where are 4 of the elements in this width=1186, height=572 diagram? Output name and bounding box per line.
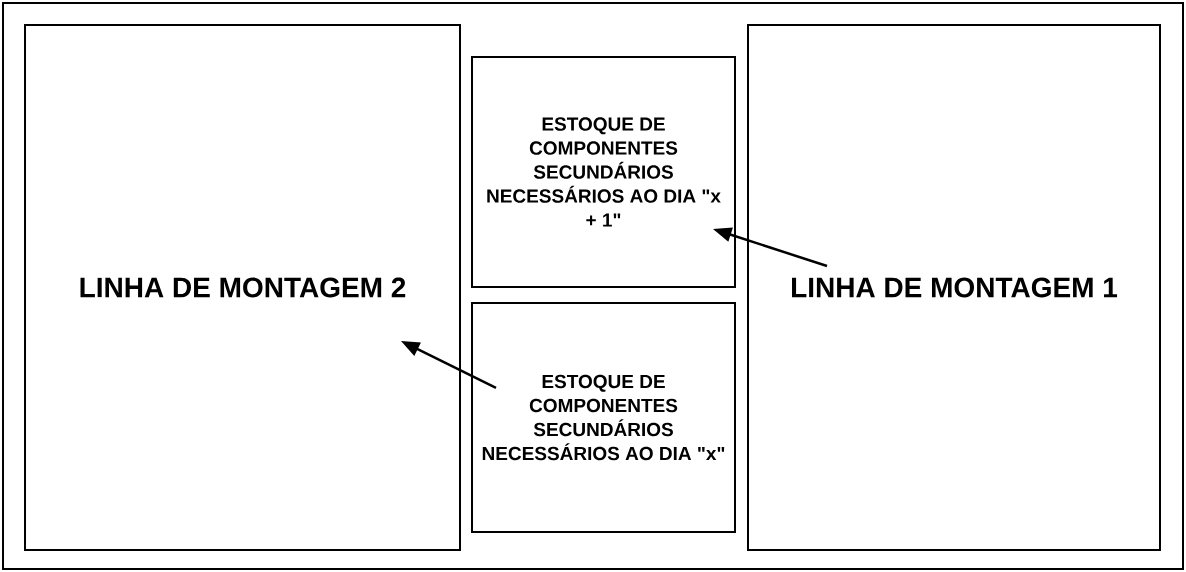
stock-box: ESTOQUE DE COMPONENTES SECUNDÁRIOS NECESSÁRIOS AO DIA "x + 1" [471,56,736,288]
arrow [401,341,497,390]
arrow [713,227,828,268]
stock-box: ESTOQUE DE COMPONENTES SECUNDÁRIOS NECESSÁRIOS AO DIA "x" [471,302,736,533]
